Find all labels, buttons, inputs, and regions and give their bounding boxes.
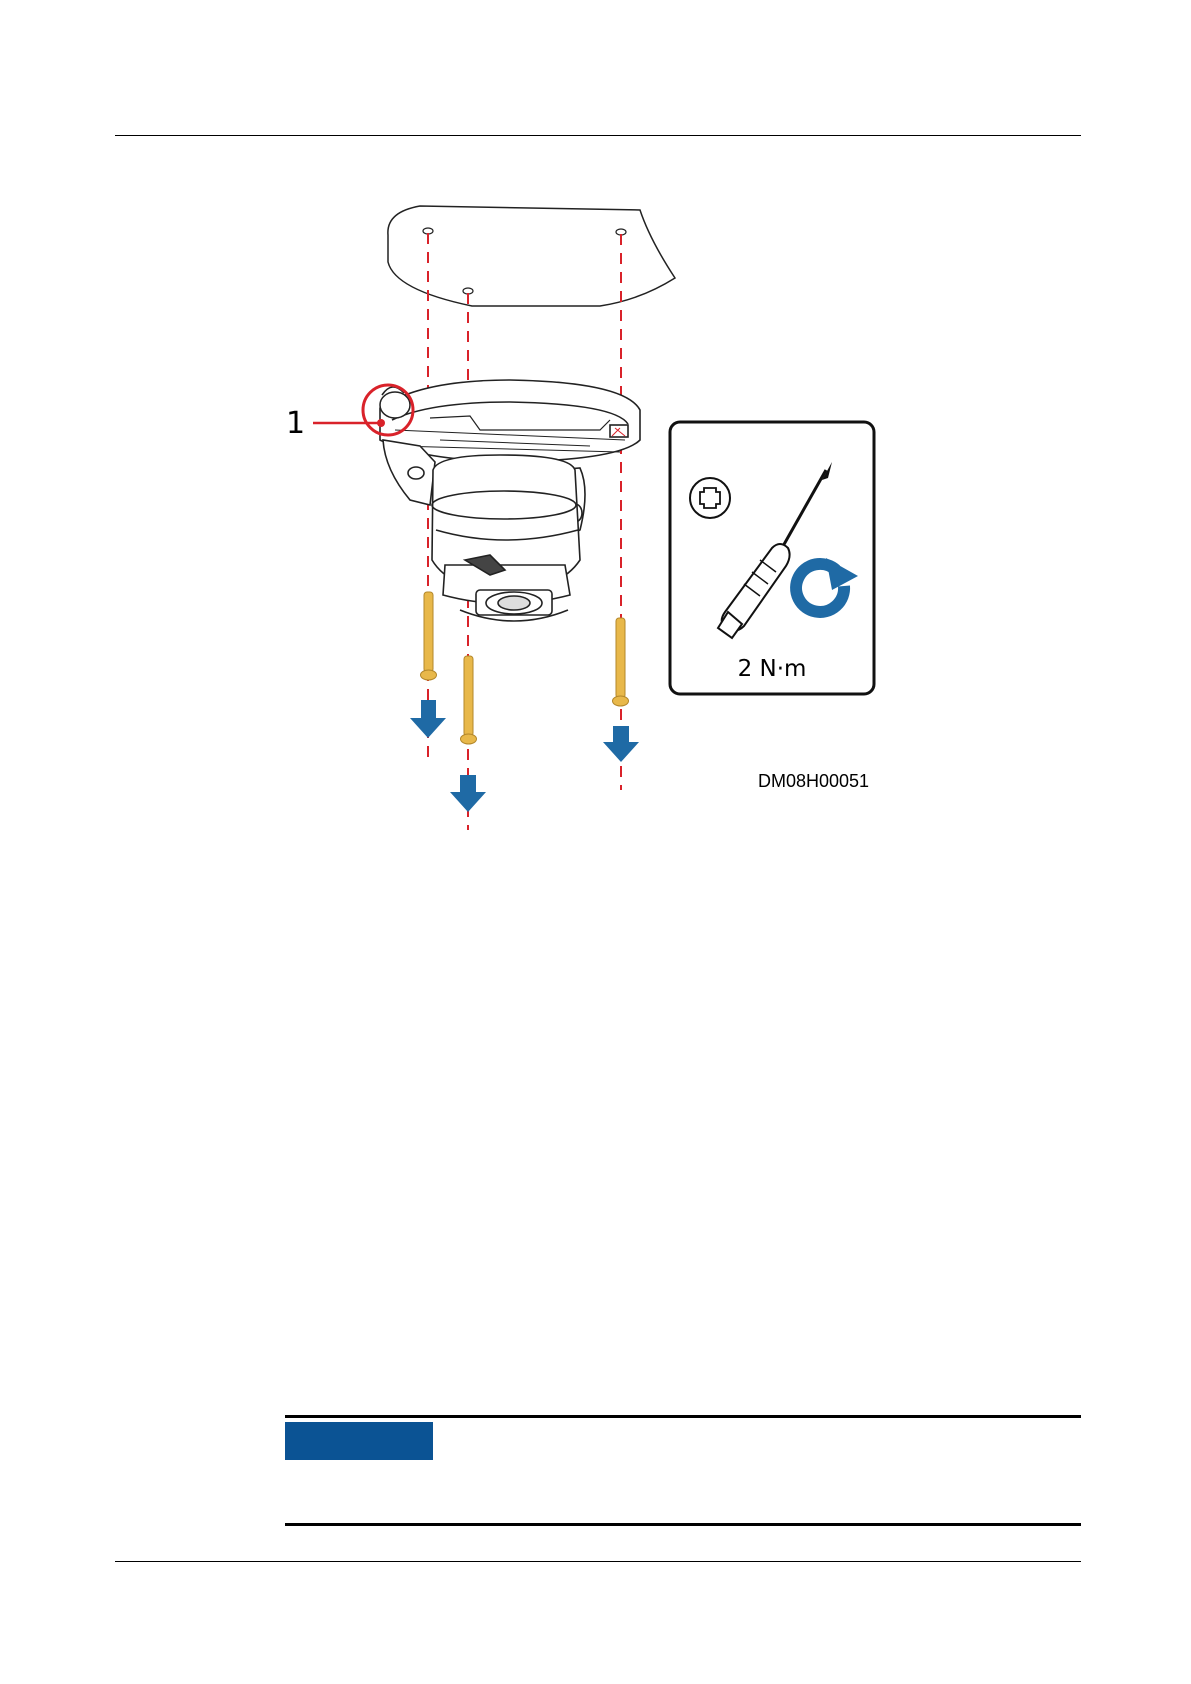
down-arrow-icon: [603, 726, 639, 762]
footer-rule: [115, 1561, 1081, 1562]
notice-top-rule: [285, 1415, 1081, 1418]
notice-bottom-rule: [285, 1523, 1081, 1526]
down-arrow-icon: [450, 775, 486, 812]
tool-panel: 2 N·m: [670, 422, 874, 694]
phillips-screwdriver-icon: [690, 478, 730, 518]
screw-left: [421, 592, 437, 680]
figure-id: DM08H00051: [758, 771, 869, 791]
notice-badge: [285, 1422, 433, 1460]
down-arrow-icon: [410, 700, 446, 738]
screw-middle: [461, 656, 477, 744]
screw-right: [613, 618, 629, 706]
ceiling-plate: [388, 206, 675, 306]
dome-camera: [380, 380, 640, 621]
torque-label: 2 N·m: [738, 656, 807, 682]
callout-number: 1: [286, 406, 305, 441]
